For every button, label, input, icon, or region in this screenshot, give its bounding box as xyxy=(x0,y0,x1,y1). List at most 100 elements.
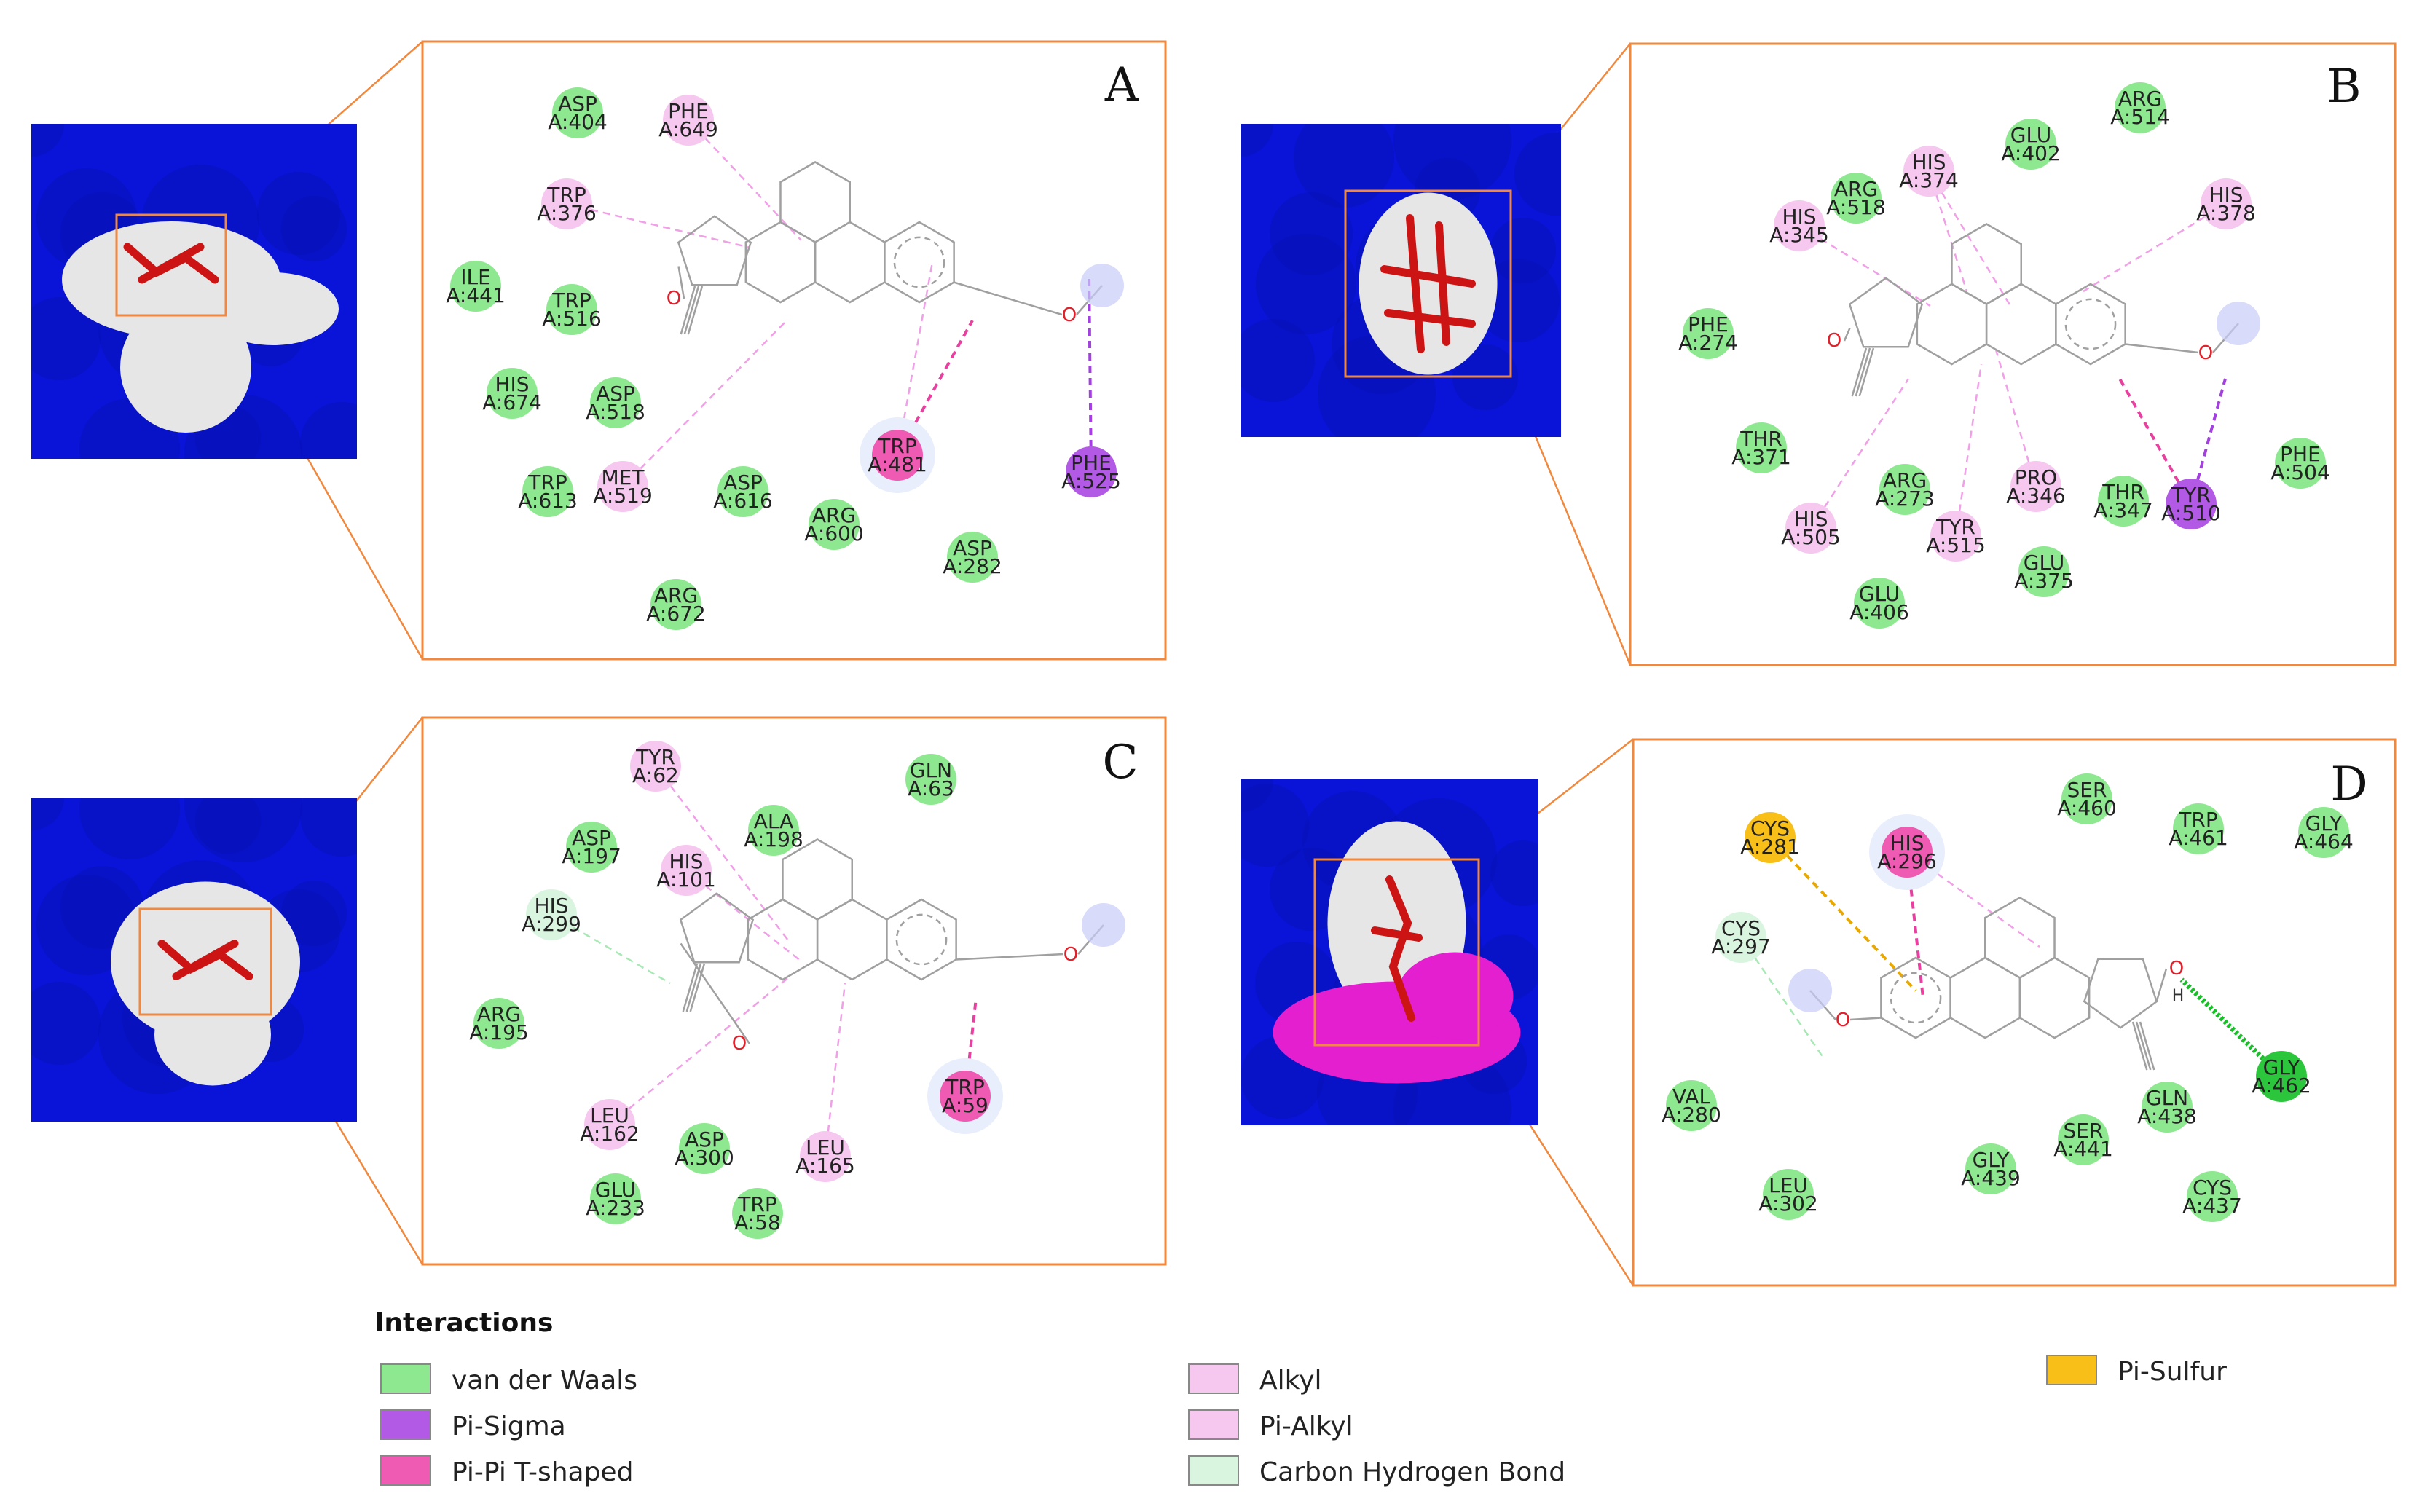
residue-name: ARG xyxy=(654,583,698,607)
hydrogen-label: H xyxy=(2172,987,2185,1005)
residue-name: GLU xyxy=(2024,551,2064,575)
residue-name: TRP xyxy=(527,470,567,495)
hydroxyl-bond xyxy=(2155,968,2168,1002)
residue-name: TRP xyxy=(737,1192,776,1216)
legend-label: Alkyl xyxy=(1259,1366,1322,1395)
methoxy-bond xyxy=(1849,1017,1882,1021)
residue-name: ARG xyxy=(2118,87,2162,111)
residue-name: TRP xyxy=(2178,808,2217,832)
residue-name: HIS xyxy=(1782,205,1816,229)
residue-id: A:280 xyxy=(1662,1103,1721,1127)
residue-disc xyxy=(1066,446,1117,497)
residue-id: A:438 xyxy=(2137,1104,2197,1128)
residue-disc xyxy=(2010,461,2061,512)
legend-swatch xyxy=(2046,1355,2097,1385)
residue-name: TYR xyxy=(635,745,675,769)
residue-id: A:515 xyxy=(1926,533,1986,557)
residue-disc xyxy=(590,1173,641,1224)
residue-disc xyxy=(1745,812,1796,863)
oxygen-label: O xyxy=(1836,1009,1850,1031)
ligand-structure xyxy=(1809,897,2168,1071)
oxygen-label: O xyxy=(2198,342,2213,364)
residue-id: A:195 xyxy=(469,1020,529,1044)
residue-name: GLU xyxy=(1859,582,1900,606)
residue-name: ARG xyxy=(1883,468,1927,492)
residue-disc xyxy=(2201,178,2252,229)
residue-name: CYS xyxy=(1750,816,1790,840)
residue-id: A:345 xyxy=(1769,223,1829,247)
surface-thumbnails xyxy=(31,124,1561,1125)
interaction-line-alkyl xyxy=(1927,170,2012,307)
residue-id: A:63 xyxy=(908,776,954,800)
residue-disc xyxy=(2166,479,2217,529)
ethynyl-bond xyxy=(683,286,700,335)
residue-disc xyxy=(2173,803,2224,854)
residue-id: A:297 xyxy=(1711,934,1771,958)
residue-disc xyxy=(487,368,538,419)
oxygen-label: O xyxy=(667,288,681,310)
oxygen-label: O xyxy=(2169,958,2184,980)
residue-name: ARG xyxy=(812,503,856,527)
residue-id: A:375 xyxy=(2014,569,2074,593)
residue-id: A:299 xyxy=(522,912,581,936)
residue-name: GLY xyxy=(1973,1148,2010,1172)
residue-name: TYR xyxy=(1935,515,1975,539)
interaction-lines xyxy=(1798,170,2227,537)
residue-id: A:197 xyxy=(562,844,621,868)
residue-id: A:300 xyxy=(675,1146,734,1170)
residue-disc xyxy=(1683,308,1734,359)
panel-letter: C xyxy=(1103,736,1139,790)
residue-id: A:600 xyxy=(804,521,864,546)
residue-disc xyxy=(661,845,712,896)
residue-name: TRP xyxy=(877,434,916,458)
surface-thumbnail-C xyxy=(31,798,357,1122)
residue-id: A:481 xyxy=(868,452,927,476)
legend-title: Interactions xyxy=(374,1308,553,1338)
residue-name: THR xyxy=(1739,427,1782,451)
residue-disc xyxy=(650,579,701,630)
ligand-sticks xyxy=(1371,875,1423,1022)
residue-name: HIS xyxy=(669,849,703,873)
residue-id: A:406 xyxy=(1849,600,1909,624)
residue-name: ASP xyxy=(953,536,992,560)
residue-id: A:404 xyxy=(548,110,608,134)
residue-name: ASP xyxy=(558,92,597,116)
residue-disc xyxy=(2275,438,2326,489)
residue-id: A:437 xyxy=(2182,1194,2242,1218)
residue-id: A:460 xyxy=(2057,796,2117,820)
interaction-line-alkyl xyxy=(609,975,791,1125)
cyclopentane-ring xyxy=(677,215,752,286)
residue-name: GLN xyxy=(2146,1086,2188,1110)
ethynyl-bond xyxy=(1855,347,1871,397)
residue-disc xyxy=(1831,173,1882,224)
residue-name: ASP xyxy=(596,382,635,406)
residue-disc xyxy=(1774,200,1825,251)
ligand-sticks xyxy=(157,940,253,980)
zoom-box xyxy=(1344,189,1512,378)
residue-id: A:346 xyxy=(2006,484,2066,508)
residue-id: A:464 xyxy=(2294,830,2354,854)
methoxy-bond xyxy=(956,953,1064,961)
ligand-structure xyxy=(677,161,1103,335)
